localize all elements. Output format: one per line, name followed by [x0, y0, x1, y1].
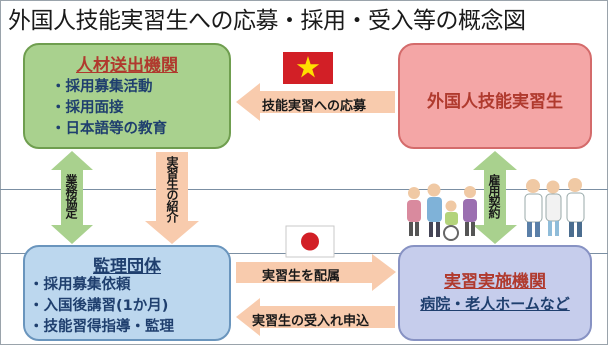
employment-contract-label: 雇用契約 — [487, 174, 501, 218]
doctor-figure — [524, 179, 543, 237]
vietnam-flag-icon — [283, 52, 333, 84]
foreign-trainees-box: 外国人技能実習生 — [398, 43, 592, 149]
list-item: ・入国後講習(1か月) — [29, 298, 169, 314]
person-figure — [407, 187, 421, 236]
business-agreement-label: 業務協定 — [64, 174, 78, 218]
supervising-organization-list: ・採用募集依頼 ・入国後講習(1か月) ・技能習得指導・監理 — [29, 275, 174, 338]
sending-organization-title: 人材送出機関 — [76, 56, 178, 76]
implementing-organization-title: 実習実施機関 — [444, 272, 546, 292]
list-item: ・採用募集依頼 — [29, 277, 131, 293]
accept-application-arrow — [236, 298, 395, 336]
introduce-trainees-arrow — [145, 152, 199, 244]
nurse-figure — [545, 180, 562, 236]
wheelchair-figure — [443, 200, 459, 241]
implementing-organization-box: 実習実施機関 病院・老人ホームなど — [398, 245, 592, 341]
supervising-organization-title: 監理団体 — [93, 257, 161, 277]
page-title: 外国人技能実習生への応募・採用・受入等の概念図 — [8, 8, 526, 34]
apply-arrow — [236, 83, 395, 121]
assign-arrow-label: 実習生を配属 — [262, 269, 341, 284]
apply-arrow-label: 技能実習への応募 — [262, 99, 367, 114]
supervising-organization-box: 監理団体 ・採用募集依頼 ・入国後講習(1か月) ・技能習得指導・監理 — [23, 245, 231, 341]
assign-arrow — [236, 254, 396, 291]
foreign-trainees-title: 外国人技能実習生 — [427, 92, 563, 112]
person-figure — [427, 183, 442, 237]
divider-line-top — [0, 189, 608, 190]
japan-flag-icon — [285, 225, 335, 258]
list-item: ・技能習得指導・監理 — [29, 319, 174, 335]
sending-organization-list: ・採用募集活動 ・採用面接 ・日本語等の教育 — [51, 77, 167, 140]
list-item: ・採用面接 — [51, 100, 124, 116]
staff-and-elderly-illustration — [407, 178, 585, 241]
person-figure — [463, 186, 477, 236]
list-item: ・日本語等の教育 — [51, 121, 167, 137]
doctor-figure — [566, 178, 585, 237]
business-agreement-arrow — [51, 151, 93, 244]
introduce-trainees-label: 実習生の紹介 — [165, 156, 179, 222]
accept-application-arrow-label: 実習生の受入れ申込 — [252, 314, 370, 329]
sending-organization-box: 人材送出機関 ・採用募集活動 ・採用面接 ・日本語等の教育 — [23, 43, 231, 149]
implementing-organization-subtitle: 病院・老人ホームなど — [420, 295, 570, 313]
employment-contract-arrow — [473, 151, 517, 244]
list-item: ・採用募集活動 — [51, 79, 153, 95]
